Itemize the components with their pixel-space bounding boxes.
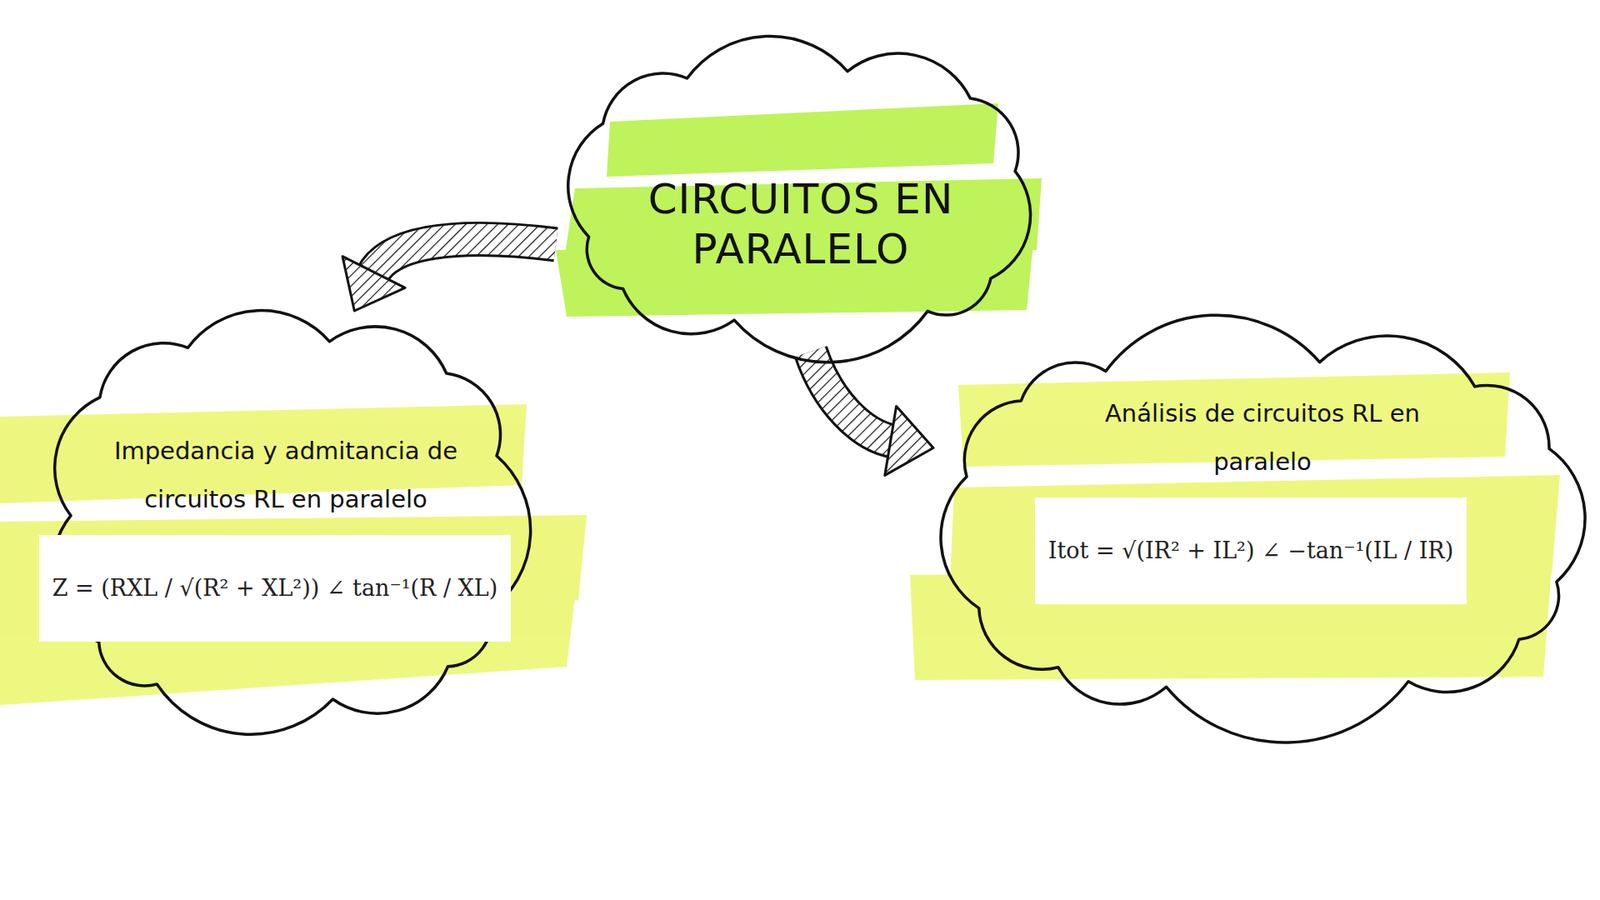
cloud-line xyxy=(568,35,1031,362)
arrow-outline xyxy=(372,239,556,275)
cloud-line xyxy=(52,310,531,735)
green-highlight xyxy=(555,103,1042,317)
cloud-node: Impedancia y admitancia de circuitos RL … xyxy=(40,310,531,730)
arrow-outline xyxy=(810,351,895,442)
arrow-head xyxy=(885,406,934,476)
cloud-line xyxy=(940,315,1585,743)
cloud-node: Análisis de circuitos RL en paraleloItot… xyxy=(933,331,1592,720)
arrow-hatching xyxy=(372,239,556,275)
title-text: CIRCUITOS EN PARALELO xyxy=(613,174,989,275)
heading-text: Impedancia y admitancia de circuitos RL … xyxy=(85,426,486,524)
arrow-head xyxy=(342,256,405,311)
arrow-hatching xyxy=(810,351,895,442)
formula-panel: Z = (RXL / √(R² + XL²)) ∠ tan⁻¹(R / XL) xyxy=(39,535,512,642)
hatched-arrow xyxy=(342,239,556,311)
cloud-outline xyxy=(40,310,531,730)
yellow-highlight xyxy=(0,372,1560,705)
hatched-arrow xyxy=(810,351,934,475)
formula-panel: Itot = √(IR² + IL²) ∠ −tan⁻¹(IL / IR) xyxy=(1035,497,1467,605)
cloud-node: CIRCUITOS EN PARALELO xyxy=(555,40,1046,352)
heading-text: Análisis de circuitos RL en paralelo xyxy=(1070,389,1455,486)
